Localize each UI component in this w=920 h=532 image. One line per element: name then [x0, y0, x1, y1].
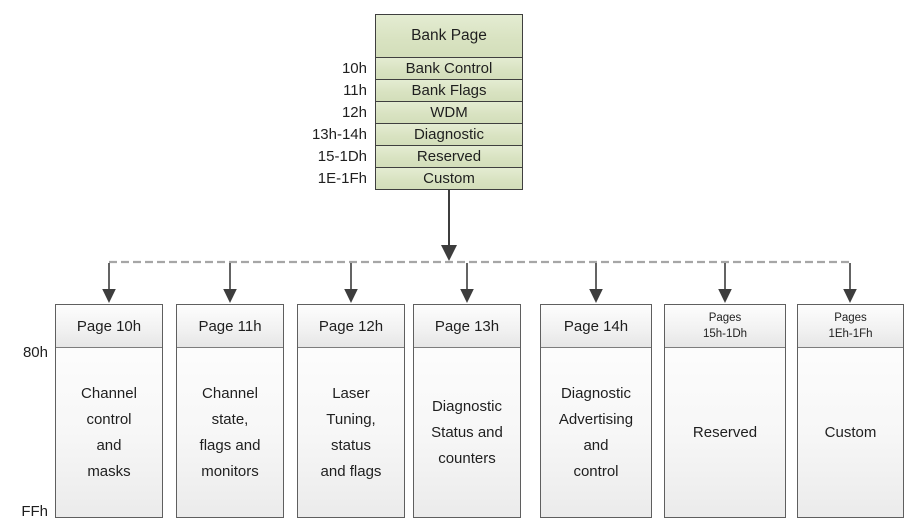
bank-row-address: 11h — [343, 82, 367, 99]
bank-row-label: Diagnostic — [375, 123, 523, 146]
bank-table-title: Bank Page — [375, 14, 523, 58]
page-box-body: Diagnostic Status and counters — [431, 397, 503, 467]
page-box-body: Reserved — [692, 423, 758, 441]
bank-row-address-empty — [290, 14, 375, 58]
page-box-header: Page 12h — [298, 305, 404, 348]
page-box-15h-1dh: Pages 15h-1Dh Reserved — [664, 304, 786, 518]
bank-row-address: 12h — [341, 104, 367, 121]
bank-table-row: 11h Bank Flags — [290, 79, 523, 102]
page-box-10h: Page 10h Channel control and masks — [55, 304, 163, 518]
bank-table-header-row: Bank Page — [290, 14, 523, 58]
bank-row-label: WDM — [375, 101, 523, 124]
page-box-14h: Page 14h Diagnostic Advertising and cont… — [540, 304, 652, 518]
page-box-body: Laser Tuning, status and flags — [320, 384, 382, 480]
bank-row-label: Custom — [375, 167, 523, 190]
branch-arrow-page-12h — [344, 263, 358, 303]
page-box-header: Page 11h — [177, 305, 283, 348]
bank-row-address: 15-1Dh — [317, 148, 367, 165]
bank-row-address: 13h-14h — [311, 126, 367, 143]
bank-row-label: Reserved — [375, 145, 523, 168]
bank-table-row: 13h-14h Diagnostic — [290, 123, 523, 146]
branch-arrow-page-14h — [589, 263, 603, 303]
page-box-13h: Page 13h Diagnostic Status and counters — [413, 304, 521, 518]
page-box-body: Channel state, flags and monitors — [199, 384, 261, 480]
address-start-label: 80h — [22, 344, 48, 361]
branch-arrow-page-11h — [223, 263, 237, 303]
page-box-body: Channel control and masks — [81, 384, 137, 480]
bank-row-label: Bank Flags — [375, 79, 523, 102]
bank-table-row: 1E-1Fh Custom — [290, 167, 523, 190]
branch-arrow-page-13h — [460, 263, 474, 303]
bank-page-table: Bank Page 10h Bank Control 11h Bank Flag… — [290, 14, 523, 190]
branch-arrow-page-10h — [102, 263, 116, 303]
page-box-body: Custom — [824, 423, 877, 441]
branch-arrow-pages-1eh-1fh — [843, 263, 857, 303]
page-box-header: Page 13h — [414, 305, 520, 348]
main-arrow-head — [441, 245, 457, 261]
bank-table-row: 12h WDM — [290, 101, 523, 124]
page-box-12h: Page 12h Laser Tuning, status and flags — [297, 304, 405, 518]
page-box-11h: Page 11h Channel state, flags and monito… — [176, 304, 284, 518]
page-box-header: Pages 15h-1Dh — [665, 305, 785, 348]
bank-row-address: 1E-1Fh — [317, 170, 367, 187]
bank-table-row: 15-1Dh Reserved — [290, 145, 523, 168]
page-box-header: Page 10h — [56, 305, 162, 348]
page-box-1eh-1fh: Pages 1Eh-1Fh Custom — [797, 304, 904, 518]
bank-row-address: 10h — [341, 60, 367, 77]
page-box-body: Diagnostic Advertising and control — [558, 384, 634, 480]
bank-table-row: 10h Bank Control — [290, 57, 523, 80]
page-box-header: Pages 1Eh-1Fh — [798, 305, 903, 348]
branch-arrow-pages-15h-1dh — [718, 263, 732, 303]
address-end-label: FFh — [21, 503, 48, 520]
bank-row-label: Bank Control — [375, 57, 523, 80]
page-box-header: Page 14h — [541, 305, 651, 348]
